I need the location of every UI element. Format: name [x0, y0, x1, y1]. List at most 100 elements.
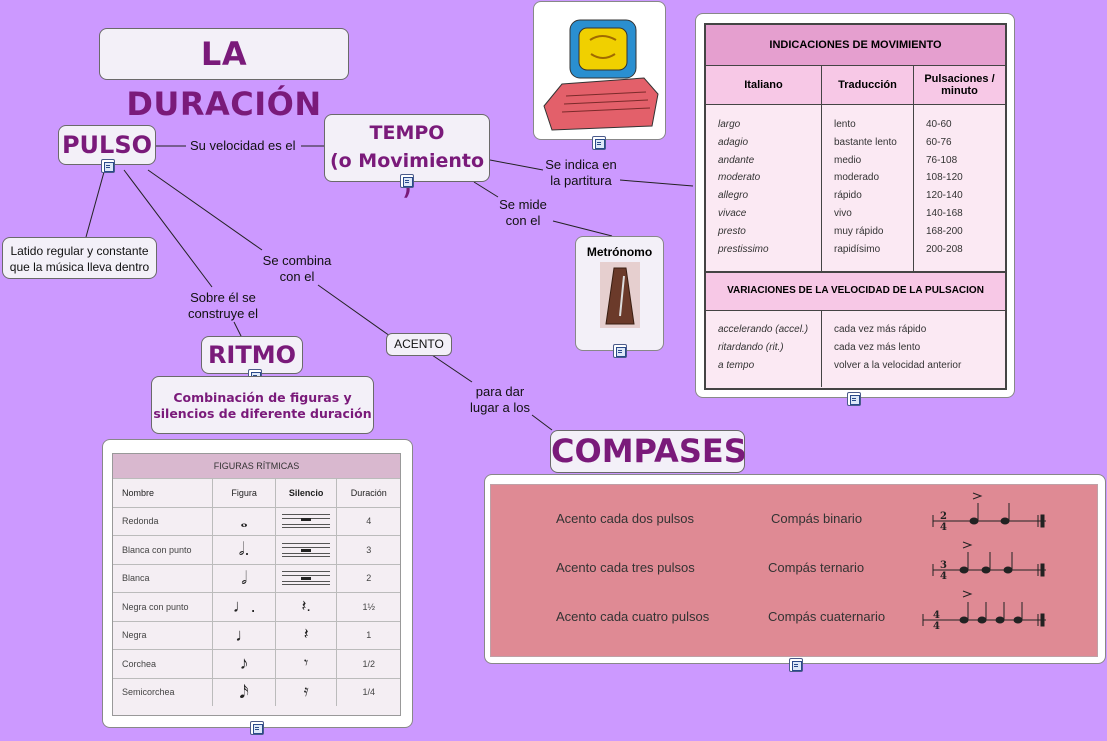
note-figure-icon: ♩	[213, 622, 276, 650]
note-figure-icon: ♪	[213, 650, 276, 678]
cell: 120-140	[926, 187, 1005, 205]
movement-table-body: largo adagio andante moderato allegro vi…	[706, 105, 1005, 273]
cell: 76-108	[926, 152, 1005, 170]
cell: 140-168	[926, 205, 1005, 223]
link-label-line: construye el	[182, 306, 264, 322]
cell: moderado	[834, 169, 913, 187]
table-row: Blanca 𝅗𝅥 2	[113, 564, 400, 593]
cell: 1/4	[337, 679, 400, 707]
link-label-su-velocidad: Su velocidad es el	[190, 138, 296, 154]
link-label-line: Sobre él se	[182, 290, 264, 306]
cell: moderato	[718, 172, 760, 183]
ritmo-desc-line-1: Combinación de figuras y	[152, 390, 373, 406]
node-tempo[interactable]: TEMPO (o Movimiento )	[324, 114, 490, 182]
note-icon[interactable]	[400, 174, 414, 188]
cell: 200-208	[926, 241, 1005, 259]
column-header: Silencio	[276, 479, 338, 507]
note-figure-icon: 𝅗𝅥.	[213, 536, 276, 564]
music-staff-examples: 2 4 3 4 4 4	[491, 485, 1099, 658]
figures-table-card[interactable]: FIGURAS RÍTMICAS Nombre Figura Silencio …	[102, 439, 413, 728]
compases-table: Acento cada dos pulsos Compás binario Ac…	[490, 484, 1098, 657]
column-header: Italiano	[706, 66, 822, 104]
note-figure-icon: 𝅘𝅥𝅯	[213, 679, 276, 707]
link-label-line: Se combina	[256, 253, 338, 269]
cell: andante	[718, 155, 754, 166]
cell: a tempo	[718, 360, 754, 371]
note-icon[interactable]	[613, 344, 627, 358]
cell: rápido	[834, 187, 913, 205]
link-label-para-dar: para dar lugar a los	[461, 384, 539, 416]
cell: allegro	[718, 190, 748, 201]
node-acento[interactable]: ACENTO	[386, 333, 452, 356]
note-icon[interactable]	[250, 721, 264, 735]
figures-table-title: FIGURAS RÍTMICAS	[113, 454, 400, 478]
cell: 4	[337, 508, 400, 536]
table-row: Negra con punto ♩. 𝄽. 1½	[113, 592, 400, 621]
figures-table-header: Nombre Figura Silencio Duración	[113, 478, 400, 507]
column-header: Pulsaciones / minuto	[914, 66, 1005, 104]
time-signature-top: 2	[940, 511, 947, 522]
rest-figure-icon	[276, 536, 338, 564]
node-metronomo[interactable]: Metrónomo	[575, 236, 664, 351]
computer-image-card[interactable]	[533, 1, 666, 140]
note-icon[interactable]	[592, 136, 606, 150]
cell: Blanca con punto	[113, 536, 213, 564]
cell: Blanca	[113, 565, 213, 593]
node-latido[interactable]: Latido regular y constante que la música…	[2, 237, 157, 279]
movement-table-card[interactable]: INDICACIONES DE MOVIMIENTO Italiano Trad…	[695, 13, 1015, 398]
table-row: Redonda 𝅝 4	[113, 507, 400, 536]
note-figure-icon: ♩.	[213, 593, 276, 621]
link-label-line: lugar a los	[461, 400, 539, 416]
rest-figure-icon	[276, 508, 338, 536]
cell: 1/2	[337, 650, 400, 678]
pulsaciones-column: 40-60 60-76 76-108 108-120 120-140 140-1…	[914, 105, 1005, 271]
link-label-se-mide: Se mide con el	[492, 197, 554, 229]
traduccion-column: lento bastante lento medio moderado rápi…	[822, 105, 914, 271]
link-label-line: la partitura	[540, 173, 622, 189]
compases-table-card[interactable]: Acento cada dos pulsos Compás binario Ac…	[484, 474, 1106, 664]
cell: 40-60	[926, 116, 1005, 134]
column-header: Traducción	[822, 66, 914, 104]
variations-terms-column: accelerando (accel.) ritardando (rit.) a…	[706, 311, 822, 387]
metronomo-label: Metrónomo	[576, 245, 663, 259]
italiano-column: largo adagio andante moderato allegro vi…	[706, 105, 822, 271]
variations-meanings-column: cada vez más rápido cada vez más lento v…	[822, 311, 961, 387]
time-signature-bottom: 4	[940, 571, 947, 582]
cell: cada vez más rápido	[834, 321, 961, 339]
figures-table: FIGURAS RÍTMICAS Nombre Figura Silencio …	[112, 453, 401, 716]
time-signature-top: 3	[940, 560, 947, 571]
rest-figure-icon: 𝄾	[276, 650, 338, 678]
note-icon[interactable]	[789, 658, 803, 672]
cell: adagio	[718, 137, 748, 148]
time-signature-bottom: 4	[940, 522, 947, 533]
cell: Negra con punto	[113, 593, 213, 621]
cell: prestissimo	[718, 244, 769, 255]
cell: ritardando (rit.)	[718, 342, 784, 353]
variations-header: VARIACIONES DE LA VELOCIDAD DE LA PULSAC…	[706, 273, 1005, 311]
cell: medio	[834, 152, 913, 170]
metronome-icon	[600, 262, 640, 328]
node-compases[interactable]: COMPASES	[550, 430, 745, 473]
link-label-line: con el	[256, 269, 338, 285]
cell: 168-200	[926, 223, 1005, 241]
column-header: Figura	[213, 479, 276, 507]
link-label-sobre-el: Sobre él se construye el	[182, 290, 264, 322]
note-icon[interactable]	[847, 392, 861, 406]
computer-illustration	[534, 2, 665, 139]
movement-table: INDICACIONES DE MOVIMIENTO Italiano Trad…	[704, 23, 1007, 390]
column-header: Duración	[337, 479, 400, 507]
time-signature-top: 4	[933, 610, 940, 621]
cell: Semicorchea	[113, 679, 213, 707]
table-row: Negra ♩ 𝄽 1	[113, 621, 400, 650]
rest-figure-icon: 𝄽	[276, 622, 338, 650]
cell: accelerando (accel.)	[718, 324, 808, 335]
cell: largo	[718, 119, 740, 130]
table-row: Blanca con punto 𝅗𝅥. 3	[113, 535, 400, 564]
table-row: Corchea ♪ 𝄾 1/2	[113, 649, 400, 678]
note-icon[interactable]	[101, 159, 115, 173]
latido-line-2: que la música lleva dentro	[3, 259, 156, 275]
page-title: LA DURACIÓN	[99, 28, 349, 80]
time-signature-bottom: 4	[933, 621, 940, 632]
node-ritmo-desc[interactable]: Combinación de figuras y silencios de di…	[151, 376, 374, 434]
link-label-line: Se mide	[492, 197, 554, 213]
